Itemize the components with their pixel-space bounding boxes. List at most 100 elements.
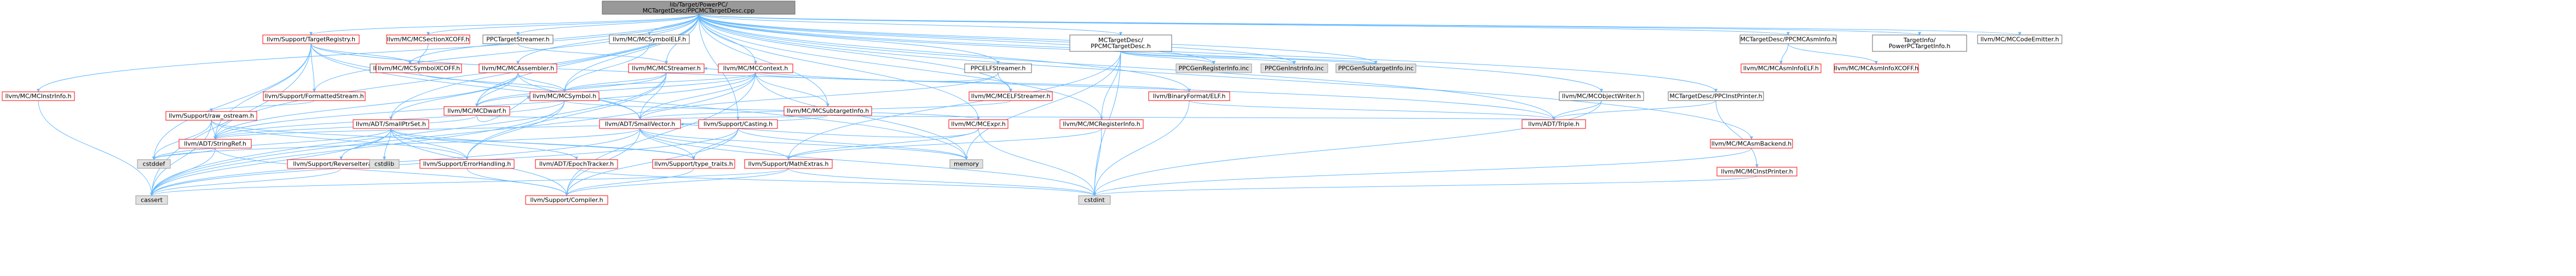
edge-ppctargetstreamer-to-mcstreamer bbox=[517, 43, 668, 64]
node-llvm-support-formattedstream-h[interactable]: llvm/Support/FormattedStream.h bbox=[263, 91, 366, 101]
edge-mcstreamer-to-mcdwarf bbox=[475, 72, 667, 107]
edge-mcsubtargetinfo-to-stringref bbox=[214, 115, 828, 140]
node-llvm-support-casting-h[interactable]: llvm/Support/Casting.h bbox=[698, 119, 778, 129]
node-label: llvm/Support/FormattedStream.h bbox=[264, 93, 364, 100]
edge-root-to-ppctargetstreamer bbox=[516, 14, 699, 36]
edge-root-to-mcinstrinfo bbox=[37, 14, 699, 92]
edge-smallvector-to-cstdint bbox=[639, 128, 1096, 196]
node-llvm-mc-mcobjectwriter-h[interactable]: llvm/MC/MCObjectWriter.h bbox=[1559, 91, 1644, 101]
edge-root-to-mcassembler bbox=[516, 14, 699, 64]
node-label: llvm/MC/MCELFStreamer.h bbox=[971, 93, 1051, 100]
edge-mctargetdesc_h-to-ppcgensubtargetinfo bbox=[1120, 51, 1378, 64]
edge-smallptrset-to-typetraits bbox=[390, 128, 695, 160]
node-llvm-mc-mcasminfoxcoff-h[interactable]: llvm/MC/MCAsmInfoXCOFF.h bbox=[1834, 63, 1919, 73]
node-llvm-mc-mcstreamer-h[interactable]: llvm/MC/MCStreamer.h bbox=[628, 63, 705, 73]
edge-mcassembler-to-mcsymbol bbox=[517, 72, 566, 92]
node-label: cstdlib bbox=[374, 161, 394, 168]
node-llvm-mc-mcsubtargetinfo-h[interactable]: llvm/MC/MCSubtargetInfo.h bbox=[783, 106, 872, 116]
node-llvm-support-raw-ostream-h[interactable]: llvm/Support/raw_ostream.h bbox=[165, 111, 257, 121]
node-llvm-binaryformat-elf-h[interactable]: llvm/BinaryFormat/ELF.h bbox=[1148, 91, 1230, 101]
node-llvm-adt-smallvector-h[interactable]: llvm/ADT/SmallVector.h bbox=[599, 119, 681, 129]
node-llvm-adt-stringref-h[interactable]: llvm/ADT/StringRef.h bbox=[178, 139, 252, 149]
edge-root-to-ppcgensubtargetinfo bbox=[698, 14, 1378, 64]
node-llvm-adt-epochtracker-h[interactable]: llvm/ADT/EpochTracker.h bbox=[535, 159, 618, 169]
edge-mcinstrinfo-to-cassert bbox=[38, 100, 153, 196]
edge-mcstreamer-to-errorhandling bbox=[465, 72, 667, 160]
node-llvm-adt-triple-h[interactable]: llvm/ADT/Triple.h bbox=[1522, 119, 1586, 129]
node-box bbox=[969, 91, 1053, 101]
edge-root-to-mccontext bbox=[698, 14, 757, 64]
node-box bbox=[1522, 119, 1586, 129]
node-box bbox=[652, 159, 735, 169]
edge-binaryformatelf-to-triple bbox=[1189, 100, 1555, 120]
node-llvm-adt-smallptrset-h[interactable]: llvm/ADT/SmallPtrSet.h bbox=[353, 119, 429, 129]
node-llvm-mc-mcsymbol-h[interactable]: llvm/MC/MCSymbol.h bbox=[529, 91, 600, 101]
edge-ppcinstprinter_h-to-mcinstprinter bbox=[1715, 100, 1759, 168]
edge-mcsubtargetinfo-to-smallvector bbox=[638, 115, 828, 120]
edge-smallvector-to-mathextras bbox=[639, 128, 790, 160]
node-label: llvm/MC/MCInstrInfo.h bbox=[5, 93, 72, 100]
edge-smallptrset-to-cstddef bbox=[152, 128, 391, 160]
node-llvm-mc-mcdwarf-h[interactable]: llvm/MC/MCDwarf.h bbox=[443, 106, 510, 116]
node-box bbox=[948, 119, 1008, 129]
edge-mcsymbol-to-errorhandling bbox=[465, 100, 565, 160]
edge-smallptrset-to-epochtracker bbox=[390, 128, 578, 160]
edge-smallptrset-to-errorhandling bbox=[390, 128, 469, 160]
node-llvm-support-errorhandling-h[interactable]: llvm/Support/ErrorHandling.h bbox=[419, 159, 515, 169]
node-llvm-support-targetregistry-h[interactable]: llvm/Support/TargetRegistry.h bbox=[262, 34, 360, 44]
node-llvm-mc-mccodeemitter-h[interactable]: llvm/MC/MCCodeEmitter.h bbox=[1977, 34, 2062, 44]
node-llvm-mc-mcsymbolelf-h[interactable]: llvm/MC/MCSymbolELF.h bbox=[609, 34, 690, 44]
node-targetinfo-powerpctargetinfo-h[interactable]: TargetInfo/PowerPCTargetInfo.h bbox=[1872, 34, 1967, 52]
edge-mccontext-to-cassert bbox=[150, 72, 756, 196]
node-label: llvm/Support/Compiler.h bbox=[530, 197, 603, 204]
edge-mccontext-to-mcsubtargetinfo bbox=[755, 72, 829, 107]
node-box bbox=[1741, 63, 1822, 73]
node-llvm-mc-mcasmbackend-h[interactable]: llvm/MC/MCAsmBackend.h bbox=[1710, 139, 1793, 149]
edge-mathextras-to-cstdint bbox=[788, 168, 1096, 196]
node-label: llvm/MC/MCDwarf.h bbox=[447, 108, 506, 115]
edge-mcassembler-to-stringref bbox=[214, 72, 518, 140]
edge-root-to-mcasmbackend bbox=[698, 14, 1753, 140]
node-mctargetdesc-ppcinstprinter-h[interactable]: MCTargetDesc/PPCInstPrinter.h bbox=[1668, 91, 1764, 101]
node-llvm-support-compiler-h[interactable]: llvm/Support/Compiler.h bbox=[525, 195, 608, 205]
node-llvm-support-type-traits-h[interactable]: llvm/Support/type_traits.h bbox=[652, 159, 735, 169]
node-label: llvm/MC/MCSymbolELF.h bbox=[613, 36, 686, 43]
edge-rawostream-to-cassert bbox=[150, 120, 212, 196]
node-label: llvm/MC/MCSectionXCOFF.h bbox=[387, 36, 469, 43]
node-llvm-mc-mcsymbolxcoff-h[interactable]: llvm/MC/MCSymbolXCOFF.h bbox=[376, 63, 462, 73]
node-mctargetdesc-ppcmctargetdesc-h[interactable]: MCTargetDesc/PPCMCTargetDesc.h bbox=[1069, 34, 1172, 52]
node-cassert: cassert bbox=[135, 195, 168, 205]
node-label: MCTargetDesc/PPCInstPrinter.h bbox=[1669, 93, 1762, 100]
node-box bbox=[165, 111, 257, 121]
node-label: llvm/MC/MCAsmInfoELF.h bbox=[1743, 65, 1819, 72]
node-llvm-mc-mcregisterinfo-h[interactable]: llvm/MC/MCRegisterInfo.h bbox=[1059, 119, 1144, 129]
node-cstddef: cstddef bbox=[137, 159, 171, 169]
node-mctargetdesc-ppcmcasminfo-h[interactable]: MCTargetDesc/PPCMCAsmInfo.h bbox=[1739, 34, 1837, 44]
node-llvm-mc-mcasminfoelf-h[interactable]: llvm/MC/MCAsmInfoELF.h bbox=[1741, 63, 1822, 73]
node-llvm-support-mathextras-h[interactable]: llvm/Support/MathExtras.h bbox=[744, 159, 833, 169]
node-box bbox=[599, 119, 681, 129]
node-box bbox=[609, 34, 690, 44]
edge-mcasminfo_h-to-mcasminfoxcoff bbox=[1788, 43, 1878, 64]
node-box bbox=[376, 63, 462, 73]
node-label: llvm/MC/MCObjectWriter.h bbox=[1562, 93, 1641, 100]
edge-mcdwarf-to-smallvector bbox=[476, 115, 642, 120]
node-llvm-mc-mcassembler-h[interactable]: llvm/MC/MCAssembler.h bbox=[479, 63, 557, 73]
node-llvm-mc-mcinstprinter-h[interactable]: llvm/MC/MCInstPrinter.h bbox=[1716, 167, 1797, 177]
node-label: llvm/ADT/Triple.h bbox=[1528, 121, 1579, 128]
node-llvm-mc-mccontext-h[interactable]: llvm/MC/MCContext.h bbox=[718, 63, 793, 73]
node-llvm-support-reverseiteration-h[interactable]: llvm/Support/ReverseIteration.h bbox=[287, 159, 395, 169]
edge-mcobjectwriter-to-triple bbox=[1552, 100, 1602, 120]
node-llvm-mc-mcexpr-h[interactable]: llvm/MC/MCExpr.h bbox=[948, 119, 1008, 129]
node-box bbox=[964, 63, 1032, 73]
node-ppcelfstreamer-h[interactable]: PPCELFStreamer.h bbox=[964, 63, 1032, 73]
node-ppctargetstreamer-h[interactable]: PPCTargetStreamer.h bbox=[482, 34, 554, 44]
node-box bbox=[1559, 91, 1644, 101]
node-llvm-mc-mcinstrinfo-h[interactable]: llvm/MC/MCInstrInfo.h bbox=[2, 91, 75, 101]
node-llvm-mc-mcelfstreamer-h[interactable]: llvm/MC/MCELFStreamer.h bbox=[969, 91, 1053, 101]
node-llvm-mc-mcsectionxcoff-h[interactable]: llvm/MC/MCSectionXCOFF.h bbox=[386, 34, 470, 44]
edge-rawostream-to-errorhandling bbox=[211, 120, 469, 160]
node-label: llvm/MC/MCRegisterInfo.h bbox=[1063, 121, 1140, 128]
edge-targetregistry-to-codegen bbox=[310, 43, 412, 64]
